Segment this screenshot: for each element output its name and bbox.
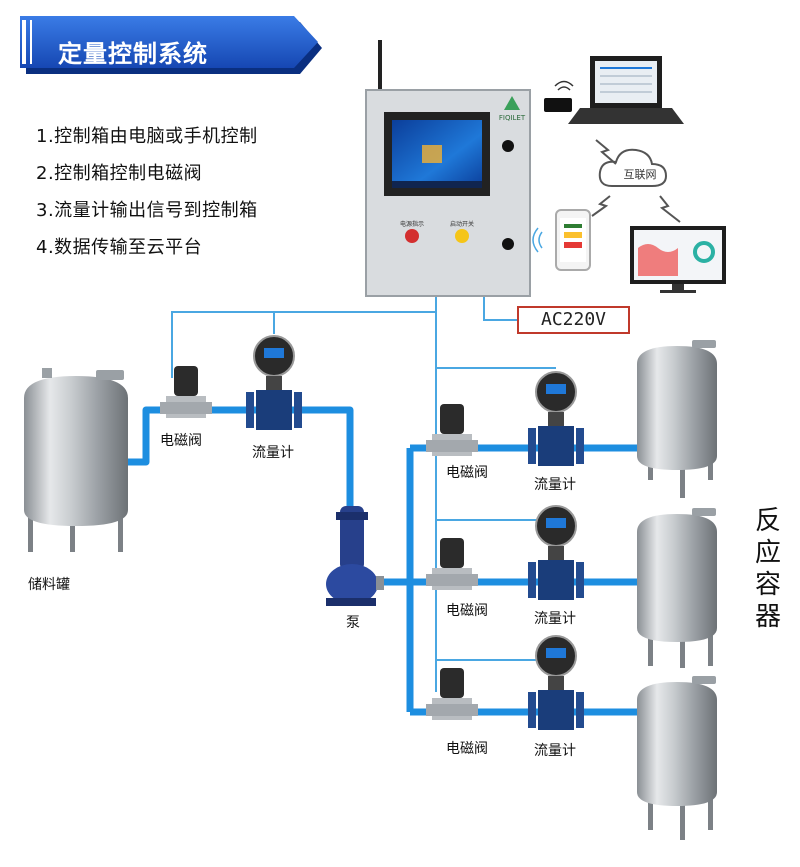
pump-label: 泵 — [346, 615, 360, 631]
flowmeter-main — [246, 335, 302, 430]
flowmeter-label-1: 流量计 — [534, 477, 576, 493]
phone-illustration — [532, 209, 591, 271]
flowmeter-label-main: 流量计 — [252, 445, 294, 461]
reactor-tank-2 — [637, 508, 717, 668]
feature-item-3: 3.流量计输出信号到控制箱 — [36, 200, 258, 221]
valve-label-main: 电磁阀 — [160, 433, 202, 449]
valve-label-1: 电磁阀 — [446, 465, 488, 481]
flowmeter-label-2: 流量计 — [534, 611, 576, 627]
red-button-label: 电源指示 — [400, 220, 424, 228]
reactor-tank-3 — [637, 676, 717, 840]
laptop-illustration — [544, 56, 684, 124]
flowmeter-2 — [528, 505, 584, 600]
solenoid-valve-main — [160, 366, 212, 418]
title-banner-container: 定量控制系统 — [14, 14, 336, 74]
flowmeter-1 — [528, 371, 584, 466]
feature-item-4: 4.数据传输至云平台 — [36, 237, 203, 258]
reactor-tank-1 — [637, 340, 717, 498]
page-title: 定量控制系统 — [58, 40, 208, 68]
flowmeter-label-3: 流量计 — [534, 743, 576, 759]
feature-item-1: 1.控制箱由电脑或手机控制 — [36, 126, 258, 147]
valve-label-2: 电磁阀 — [446, 603, 488, 619]
signal-lines — [171, 295, 556, 692]
flowmeter-3 — [528, 635, 584, 730]
control-box — [365, 40, 531, 297]
solenoid-valve-2 — [426, 538, 478, 590]
reactor-label: 反应容器 — [754, 506, 781, 632]
cloud-icon — [591, 139, 681, 223]
storage-tank — [24, 368, 128, 552]
pump-illustration — [326, 506, 384, 606]
control-box-brand: FIQILET — [499, 114, 526, 122]
solenoid-valve-3 — [426, 668, 478, 720]
title-banner — [20, 16, 322, 74]
feature-item-2: 2.控制箱控制电磁阀 — [36, 163, 203, 184]
solenoid-valve-1 — [426, 404, 478, 456]
yellow-button-label: 启动开关 — [450, 220, 474, 228]
power-label: AC220V — [517, 306, 630, 334]
monitor-illustration — [630, 226, 726, 293]
cloud-label: 互联网 — [624, 168, 657, 181]
storage-tank-label: 储料罐 — [28, 577, 70, 593]
feature-list: 1.控制箱由电脑或手机控制 2.控制箱控制电磁阀 3.流量计输出信号到控制箱 4… — [36, 118, 258, 266]
valve-label-3: 电磁阀 — [446, 741, 488, 757]
